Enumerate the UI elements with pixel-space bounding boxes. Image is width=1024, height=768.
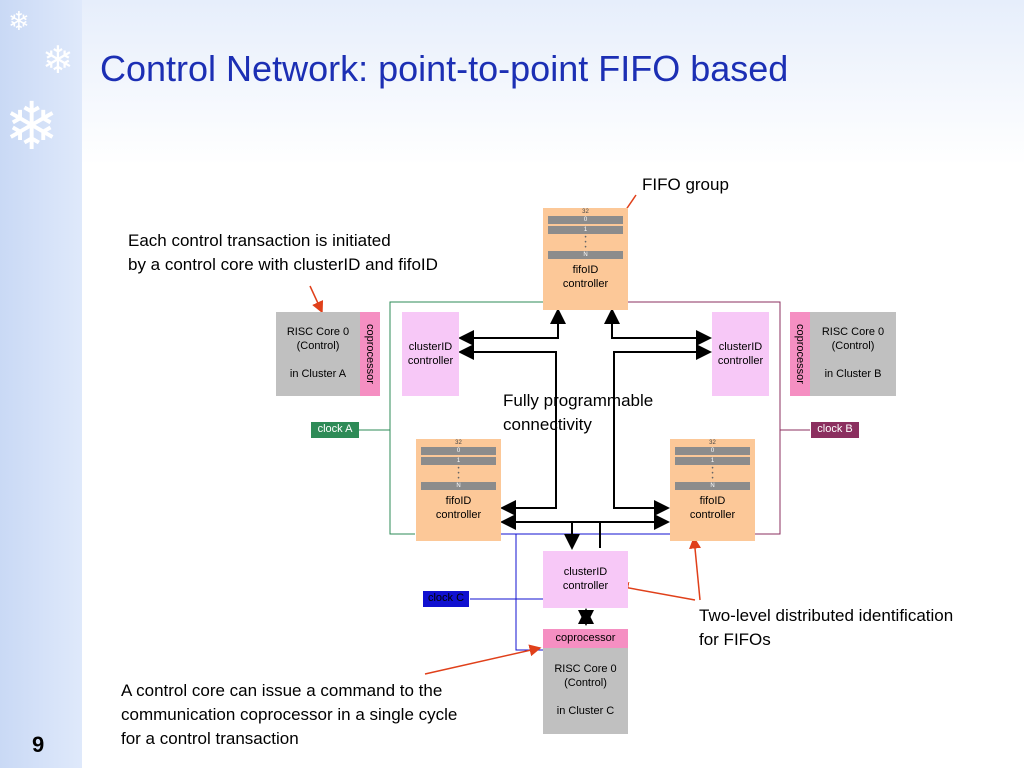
clusterid-label-line: clusterID: [408, 341, 453, 353]
coprocessor-cluster-c: coprocessor: [543, 629, 628, 648]
clusterid-label-line: controller: [562, 580, 609, 592]
snowflake-icon: ❄: [42, 40, 74, 82]
fifo-controller-label: fifoID controller: [416, 494, 501, 522]
clock-c: clock C: [423, 591, 469, 607]
fifo-width-label: 32: [582, 209, 589, 215]
fifo-controller-top: 32 0 1 ••• N fifoID controller: [543, 208, 628, 310]
transaction-note-line: Each control transaction is initiated: [128, 231, 391, 250]
clock-b: clock B: [811, 422, 859, 438]
fifo-slot: 1: [548, 226, 623, 234]
risc-core-line: in Cluster C: [556, 705, 615, 717]
programmable-note-line: connectivity: [503, 415, 592, 434]
fifo-controller-label-line: controller: [435, 509, 482, 521]
clusterid-controller-c: clusterID controller: [543, 551, 628, 608]
fifo-slot: N: [421, 482, 496, 490]
fifo-controller-label-line: fifoID: [699, 495, 726, 507]
fifo-slot: 1: [675, 457, 750, 465]
command-note: A control core can issue a command to th…: [121, 679, 457, 751]
fifo-slot: 1: [421, 457, 496, 465]
page-number: 9: [32, 732, 45, 757]
clusterid-label-line: clusterID: [718, 341, 763, 353]
fifo-controller-label-line: controller: [689, 509, 736, 521]
risc-core-line: RISC Core 0: [286, 326, 350, 338]
risc-core-cluster-a: RISC Core 0 (Control) in Cluster A: [276, 312, 360, 396]
fifo-ellipsis: •••: [711, 466, 714, 482]
fifo-slot: N: [675, 482, 750, 490]
fifo-width-label: 32: [709, 440, 716, 446]
fifo-controller-right: 32 0 1 ••• N fifoID controller: [670, 439, 755, 541]
title-band: [82, 0, 1024, 165]
clusterid-controller-a: clusterID controller: [402, 312, 459, 396]
clusterid-controller-b: clusterID controller: [712, 312, 769, 396]
command-note-line: for a control transaction: [121, 729, 299, 748]
risc-core-line: [543, 690, 628, 704]
clusterid-label-line: controller: [717, 355, 764, 367]
coprocessor-cluster-a: coprocessor: [360, 312, 380, 396]
risc-core-line: (Control): [564, 677, 607, 689]
snowflake-icon: ❄: [4, 89, 60, 163]
risc-core-line: RISC Core 0: [554, 663, 617, 675]
programmable-note-line: Fully programmable: [503, 391, 654, 410]
fifo-slot: 0: [421, 447, 496, 455]
risc-core-line: in Cluster B: [824, 368, 882, 380]
clusterid-label-line: controller: [407, 355, 454, 367]
fifo-slot: 0: [548, 216, 623, 224]
two-level-note-line: Two-level distributed identification: [699, 606, 954, 625]
fifo-slot: N: [548, 251, 623, 259]
sidebar: ❄ ❄ ❄: [0, 0, 82, 768]
risc-core-line: RISC Core 0: [821, 326, 885, 338]
fifo-ellipsis: •••: [584, 235, 587, 251]
fifo-group-label: FIFO group: [642, 175, 729, 194]
two-level-note-line: for FIFOs: [699, 630, 771, 649]
risc-core-line: [810, 353, 896, 367]
risc-core-cluster-b: RISC Core 0 (Control) in Cluster B: [810, 312, 896, 396]
fifo-controller-label-line: controller: [562, 278, 609, 290]
fifo-ellipsis: •••: [457, 466, 460, 482]
fifo-width-label: 32: [455, 440, 462, 446]
risc-core-line: (Control): [831, 340, 875, 352]
two-level-note: Two-level distributed identification for…: [699, 604, 953, 652]
clock-a: clock A: [311, 422, 359, 438]
fifo-controller-label-line: fifoID: [572, 264, 599, 276]
programmable-note: Fully programmable connectivity: [503, 389, 653, 437]
slide-title: Control Network: point-to-point FIFO bas…: [100, 48, 789, 89]
transaction-note-line: by a control core with clusterID and fif…: [128, 255, 438, 274]
fifo-controller-label: fifoID controller: [670, 494, 755, 522]
snowflake-icon: ❄: [8, 6, 30, 36]
fifo-controller-label-line: fifoID: [445, 495, 472, 507]
transaction-note: Each control transaction is initiated by…: [128, 229, 438, 277]
fifo-controller-label: fifoID controller: [543, 263, 628, 291]
fifo-slot: 0: [675, 447, 750, 455]
clusterid-label-line: clusterID: [563, 566, 608, 578]
risc-core-cluster-c: RISC Core 0 (Control) in Cluster C: [543, 648, 628, 734]
risc-core-line: (Control): [296, 340, 340, 352]
risc-core-line: [276, 353, 360, 367]
fifo-controller-left: 32 0 1 ••• N fifoID controller: [416, 439, 501, 541]
risc-core-line: in Cluster A: [289, 368, 347, 380]
coprocessor-cluster-b: coprocessor: [790, 312, 810, 396]
command-note-line: communication coprocessor in a single cy…: [121, 705, 458, 724]
command-note-line: A control core can issue a command to th…: [121, 681, 443, 700]
